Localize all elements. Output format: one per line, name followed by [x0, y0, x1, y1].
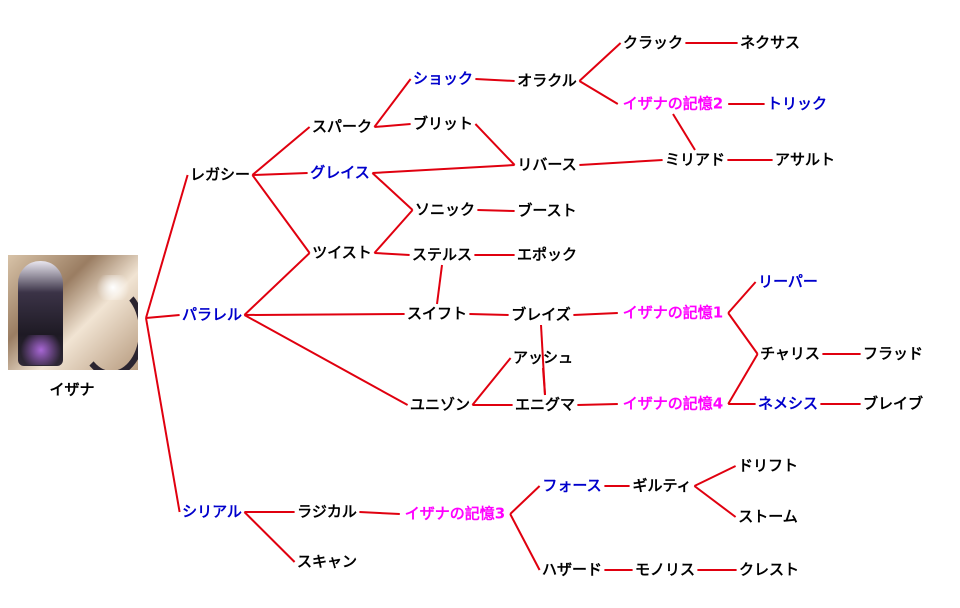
edge-twist-sonic	[373, 209, 414, 254]
edge-parallel-twist	[243, 252, 311, 316]
node-guilty: ギルティ	[632, 476, 692, 495]
node-parallel: パラレル	[181, 305, 243, 324]
node-radical: ラジカル	[297, 502, 357, 521]
edge-spark-shock	[373, 78, 412, 128]
node-shock: ショック	[412, 69, 474, 88]
node-reaper: リーパー	[758, 272, 818, 291]
edge-reverse-myriad	[579, 159, 663, 166]
node-brave: ブレイブ	[862, 394, 924, 413]
node-mem4: イザナの記憶4	[622, 394, 724, 413]
edge-mem3-force	[509, 485, 541, 515]
edge-unison-ash	[471, 357, 512, 406]
node-spark: スパーク	[311, 117, 373, 136]
node-hazard: ハザード	[541, 560, 603, 579]
node-serial: シリアル	[182, 502, 242, 521]
node-mem2: イザナの記憶2	[622, 94, 724, 113]
edge-spark-bullet	[374, 123, 411, 128]
edge-serial-scan	[243, 511, 296, 563]
node-boost: ブースト	[517, 201, 577, 220]
edge-grace-reverse	[372, 164, 515, 174]
edge-mem2-myriad	[672, 113, 696, 151]
edge-mem1-charis	[727, 312, 759, 355]
node-mem1: イザナの記憶1	[622, 303, 724, 322]
edge-legacy-twist	[251, 174, 311, 254]
character-portrait	[8, 255, 138, 370]
edge-bullet-reverse	[474, 123, 516, 166]
edge-parallel-swift	[244, 313, 405, 316]
node-stealth: ステルス	[411, 245, 473, 264]
edge-swift-blaze	[469, 313, 509, 316]
node-swift: スイフト	[406, 304, 468, 323]
edge-guilty-drift	[693, 465, 737, 487]
edge-legacy-spark	[251, 126, 311, 176]
root-node-label: イザナ	[49, 380, 95, 399]
edge-twist-stealth	[374, 252, 410, 256]
node-enigma: エニグマ	[514, 395, 576, 414]
edge-sonic-boost	[477, 209, 515, 212]
node-nexus: ネクサス	[740, 33, 800, 52]
edge-mem4-charis	[727, 353, 759, 405]
node-legacy: レガシー	[189, 165, 251, 184]
node-sonic: ソニック	[414, 200, 476, 219]
node-charis: チャリス	[760, 344, 820, 363]
node-blaze: ブレイズ	[511, 305, 571, 324]
node-trick: トリック	[766, 94, 828, 113]
node-grace: グレイス	[310, 163, 370, 182]
edge-izana-legacy	[145, 174, 189, 319]
node-twist: ツイスト	[312, 243, 372, 262]
node-fraud: フラッド	[862, 344, 924, 363]
edge-shock-oracle	[475, 78, 515, 82]
node-monolith: モノリス	[634, 560, 696, 579]
edge-oracle-crack	[578, 42, 622, 82]
node-bullet: ブリット	[412, 114, 474, 133]
edge-oracle-mem2	[578, 80, 619, 105]
node-drift: ドリフト	[737, 456, 799, 475]
node-storm: ストーム	[738, 507, 798, 526]
edge-ash-enigma	[542, 367, 546, 396]
edge-parallel-unison	[243, 314, 409, 406]
node-ash: アッシュ	[512, 348, 574, 367]
node-nemesis: ネメシス	[757, 394, 819, 413]
edge-enigma-mem4	[577, 403, 618, 406]
edge-guilty-storm	[693, 485, 737, 518]
node-unison: ユニゾン	[409, 395, 471, 414]
node-crack: クラック	[622, 33, 684, 52]
node-myriad: ミリアド	[664, 150, 726, 169]
node-reverse: リバース	[517, 155, 577, 174]
node-epoch: エポック	[516, 245, 578, 264]
edge-radical-mem3	[359, 511, 400, 515]
edge-mem3-hazard	[509, 513, 541, 571]
node-crest: クレスト	[738, 560, 800, 579]
edge-izana-parallel	[145, 314, 180, 319]
node-mem3: イザナの記憶3	[404, 504, 506, 523]
edge-legacy-grace	[252, 172, 308, 176]
node-force: フォース	[542, 476, 602, 495]
node-oracle: オラクル	[517, 71, 577, 90]
node-scan: スキャン	[296, 552, 358, 571]
node-assault: アサルト	[774, 150, 836, 169]
edge-blaze-mem1	[573, 312, 618, 316]
edge-grace-sonic	[371, 172, 414, 211]
edge-mem1-reaper	[727, 281, 757, 314]
edge-stealth-swift	[436, 264, 443, 305]
edge-izana-serial	[145, 317, 181, 513]
